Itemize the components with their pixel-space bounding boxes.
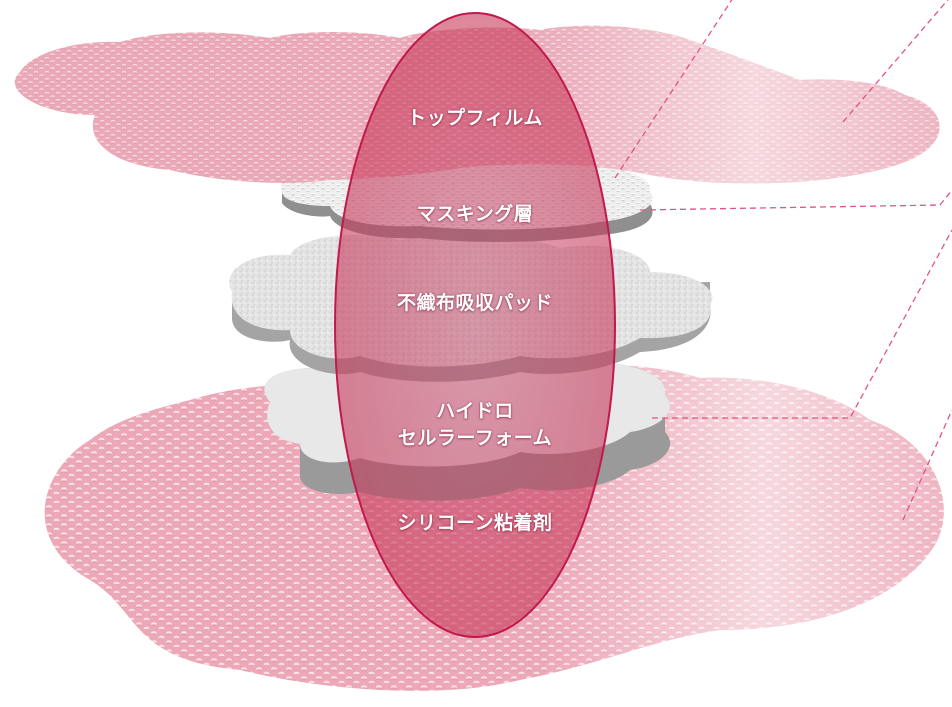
label-foam-line-2: セルラーフォーム bbox=[397, 427, 553, 449]
leader-line-masking-b bbox=[639, 189, 952, 211]
leader-line-silicone bbox=[902, 409, 952, 521]
layer-highlight-oval bbox=[334, 12, 616, 638]
label-masking: マスキング層 bbox=[416, 203, 534, 225]
leader-line-top-film bbox=[842, 0, 949, 123]
label-top-film: トップフィルム bbox=[407, 107, 543, 129]
label-nonwoven-pad: 不織布吸収パッド bbox=[396, 292, 553, 314]
label-hydrocellular-foam: ハイドロ セルラーフォーム bbox=[325, 398, 625, 452]
leader-lines bbox=[614, 0, 952, 521]
label-foam-line-1: ハイドロ bbox=[436, 400, 514, 422]
label-silicone-adhesive: シリコーン粘着剤 bbox=[397, 512, 553, 534]
leader-line-masking-a bbox=[614, 0, 733, 179]
leader-line-foam bbox=[652, 229, 952, 419]
